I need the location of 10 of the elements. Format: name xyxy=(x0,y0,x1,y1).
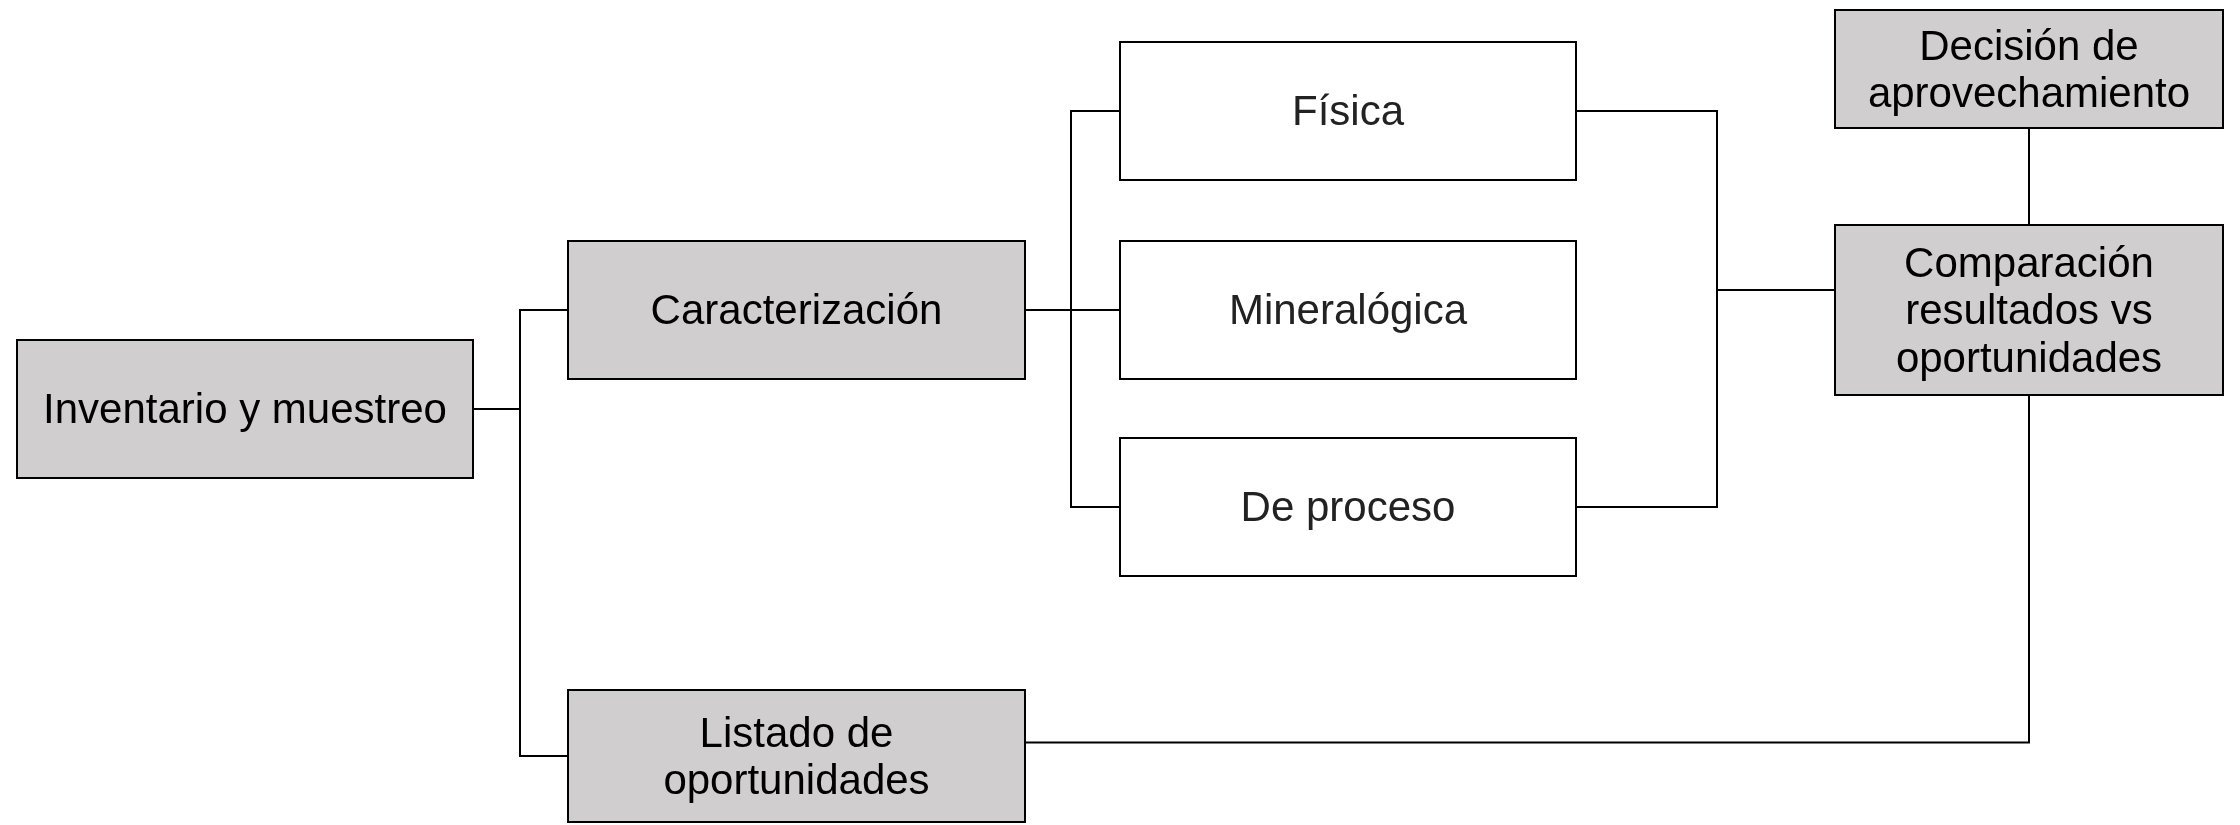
category-box: Física xyxy=(1119,41,1577,181)
process-box: Inventario y muestreo xyxy=(16,339,474,479)
category-box: Mineralógica xyxy=(1119,240,1577,380)
category-box: De proceso xyxy=(1119,437,1577,577)
process-box: Comparación resultados vs oportunidades xyxy=(1834,224,2224,396)
process-box: Decisión de aprovechamiento xyxy=(1834,9,2224,129)
process-box: Listado de oportunidades xyxy=(567,689,1026,823)
connector-line xyxy=(1025,395,2030,744)
connector-line xyxy=(2028,128,2030,225)
process-box: Caracterización xyxy=(567,240,1026,380)
